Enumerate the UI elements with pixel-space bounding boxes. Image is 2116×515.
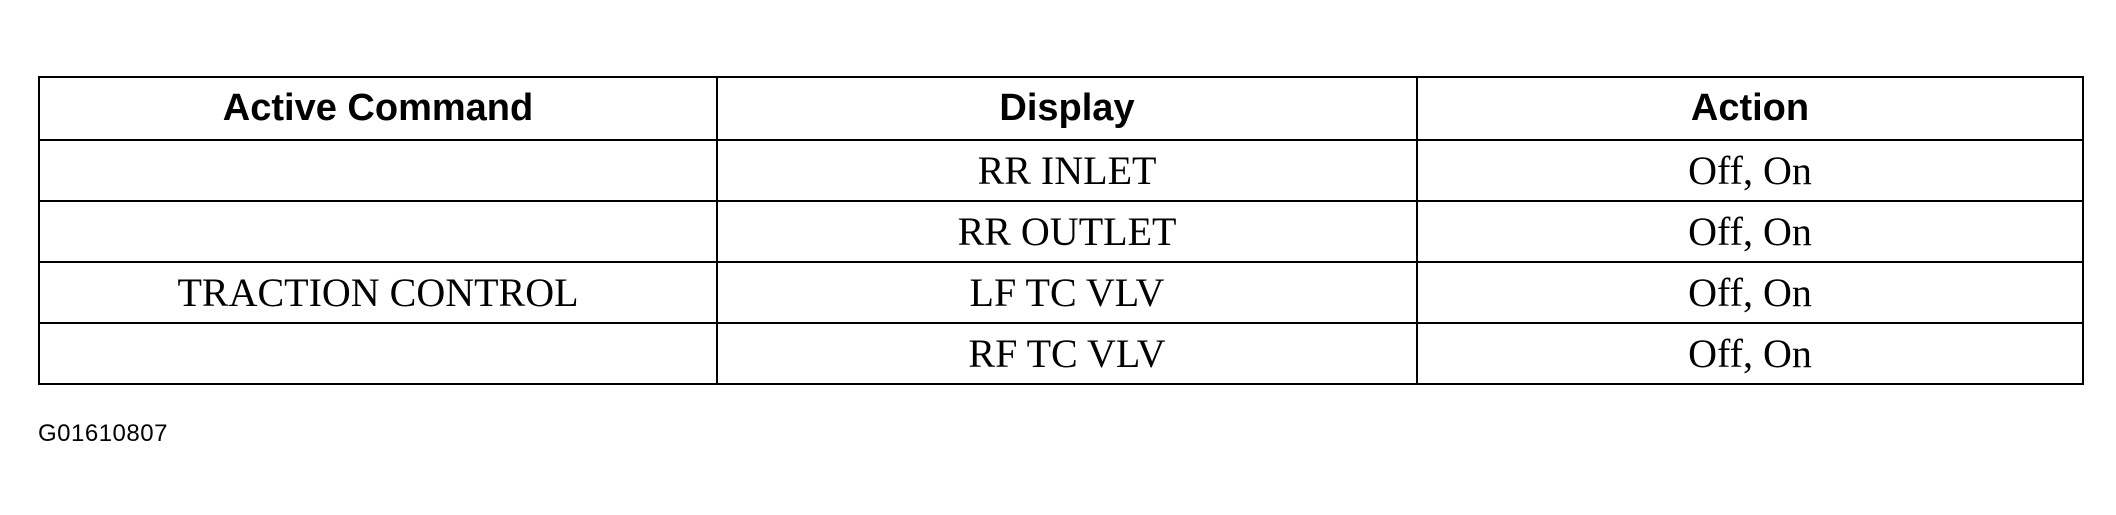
cell-display: RR INLET: [716, 139, 1418, 202]
table-row: RR OUTLET Off, On: [38, 200, 2084, 263]
table-header-row: Active Command Display Action: [38, 76, 2084, 141]
header-action: Action: [1416, 76, 2084, 141]
cell-active-command: [38, 322, 718, 385]
table-row: TRACTION CONTROL LF TC VLV Off, On: [38, 261, 2084, 324]
cell-active-command: [38, 139, 718, 202]
header-display: Display: [716, 76, 1418, 141]
cell-display: RF TC VLV: [716, 322, 1418, 385]
cell-action: Off, On: [1416, 261, 2084, 324]
figure-id-label: G01610807: [38, 420, 168, 447]
command-table: Active Command Display Action RR INLET O…: [38, 76, 2084, 385]
cell-action: Off, On: [1416, 322, 2084, 385]
table-row: RR INLET Off, On: [38, 139, 2084, 202]
cell-display: RR OUTLET: [716, 200, 1418, 263]
cell-action: Off, On: [1416, 139, 2084, 202]
cell-active-command: TRACTION CONTROL: [38, 261, 718, 324]
header-active-command: Active Command: [38, 76, 718, 141]
cell-action: Off, On: [1416, 200, 2084, 263]
cell-active-command: [38, 200, 718, 263]
table-row: RF TC VLV Off, On: [38, 322, 2084, 385]
cell-display: LF TC VLV: [716, 261, 1418, 324]
